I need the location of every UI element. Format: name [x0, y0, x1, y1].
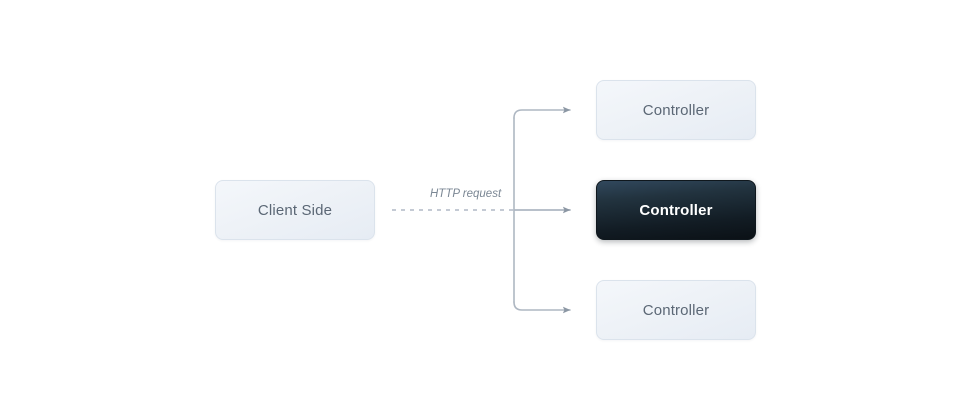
- node-client-side-label: Client Side: [257, 201, 333, 219]
- node-controller-bottom[interactable]: Controller: [596, 280, 756, 340]
- node-controller-top-label: Controller: [642, 101, 710, 119]
- node-client-side[interactable]: Client Side: [215, 180, 375, 240]
- node-controller-top[interactable]: Controller: [596, 80, 756, 140]
- node-controller-middle-label: Controller: [639, 201, 713, 219]
- edge-to-controller-top: [513, 106, 571, 119]
- edge-label-http-request: HTTP request: [430, 188, 502, 200]
- edge-to-controller-bottom: [513, 301, 571, 314]
- node-controller-middle[interactable]: Controller: [596, 180, 756, 240]
- node-controller-bottom-label: Controller: [642, 301, 710, 319]
